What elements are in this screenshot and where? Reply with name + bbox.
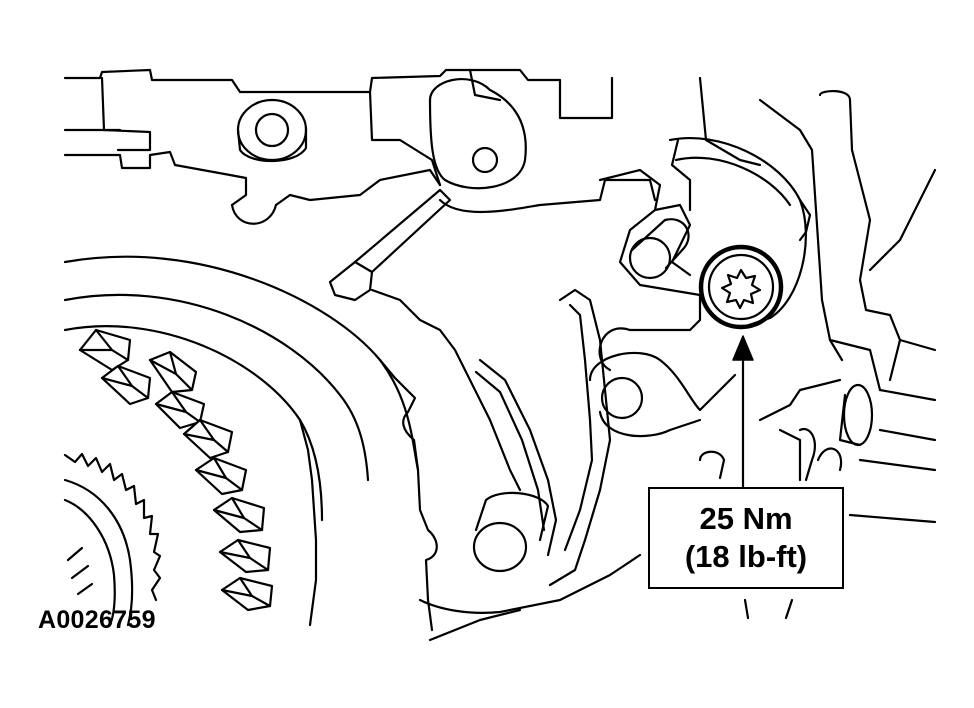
engine-block-outline — [63, 68, 614, 225]
locating-pin — [628, 218, 690, 280]
gear-hub-serration — [63, 452, 162, 627]
tensioner-arm — [328, 178, 657, 492]
torque-nm-label: 25 Nm — [699, 501, 793, 536]
torque-callout: 25 Nm (18 lb-ft) — [648, 487, 844, 589]
camshaft-gear — [63, 255, 438, 632]
guide-pin — [472, 491, 550, 573]
figure-id-label: A0026759 — [38, 606, 156, 634]
tensioner-housing — [668, 137, 812, 330]
lower-outline — [418, 553, 642, 642]
guide-arm — [474, 288, 612, 587]
lower-right-lobe — [588, 351, 737, 438]
upper-bracket — [428, 68, 527, 190]
right-block-structure — [698, 76, 937, 620]
torque-lbft-label: (18 lb-ft) — [684, 539, 808, 574]
tensioner-bracket — [598, 168, 702, 372]
gear-teeth — [78, 328, 274, 612]
upper-left-boss — [236, 98, 308, 163]
torx-bolt-icon — [698, 244, 784, 330]
arrow-up-icon — [732, 335, 754, 489]
